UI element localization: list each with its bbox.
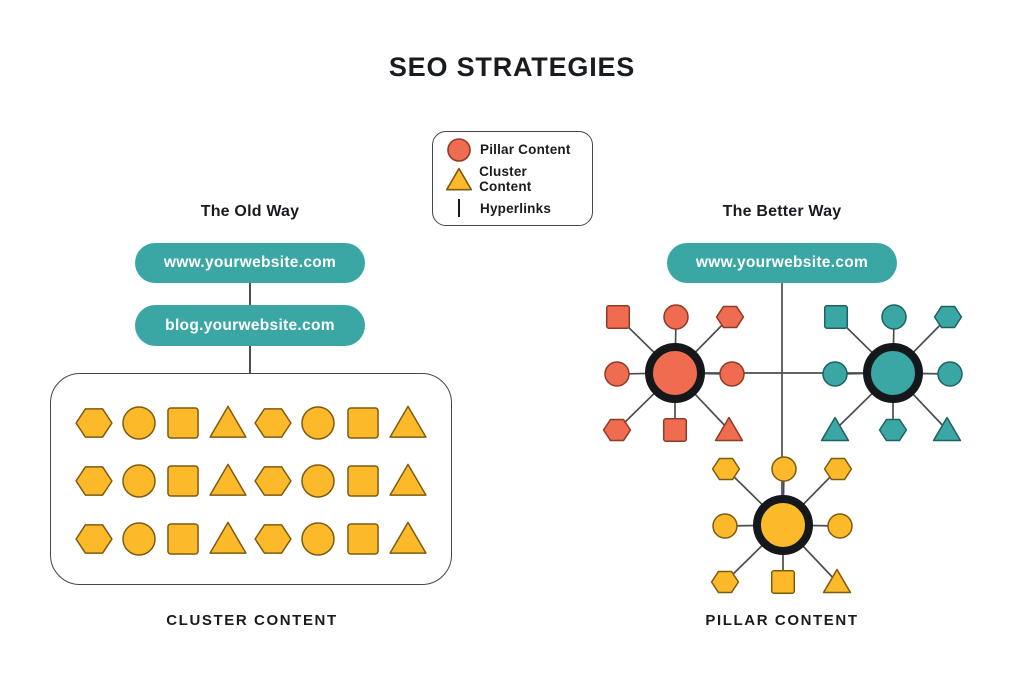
cluster-content-triangle-icon bbox=[445, 166, 472, 192]
pillar-hub-yellow bbox=[710, 456, 853, 595]
legend-label-hyperlinks: Hyperlinks bbox=[480, 200, 552, 216]
legend-label-cluster-content: Cluster Content bbox=[479, 163, 532, 194]
pillar-content-circle-icon bbox=[445, 136, 473, 162]
old-way-heading: The Old Way bbox=[200, 203, 300, 220]
pillar-hub-red bbox=[602, 304, 745, 443]
cluster-shapes-grid bbox=[75, 405, 427, 556]
hyperlink-connector bbox=[249, 346, 251, 373]
old-way-blog-node: blog.yourwebsite.com bbox=[135, 305, 365, 346]
legend-label-pillar-content: Pillar Content bbox=[480, 141, 571, 157]
pillar-hub-spoke-diagram bbox=[602, 283, 963, 595]
legend-item-hyperlinks: Hyperlinks bbox=[445, 195, 580, 221]
pillar-content-label: PILLAR CONTENT bbox=[705, 612, 859, 629]
pillar-hub-teal bbox=[820, 304, 963, 442]
hyperlink-line-icon bbox=[445, 195, 473, 221]
better-way-heading: The Better Way bbox=[722, 203, 842, 220]
page-title: SEO STRATEGIES bbox=[388, 52, 636, 82]
legend-item-cluster-content: Cluster Content bbox=[445, 163, 580, 194]
old-way-root-node: www.yourwebsite.com bbox=[135, 243, 365, 283]
cluster-content-label: CLUSTER CONTENT bbox=[166, 612, 338, 629]
legend: Pillar Content Cluster Content Hyperlink… bbox=[432, 131, 593, 226]
better-way-root-node: www.yourwebsite.com bbox=[667, 243, 897, 283]
legend-item-pillar-content: Pillar Content bbox=[445, 136, 580, 162]
hyperlink-connector bbox=[249, 283, 251, 305]
cluster-content-box bbox=[50, 373, 452, 585]
